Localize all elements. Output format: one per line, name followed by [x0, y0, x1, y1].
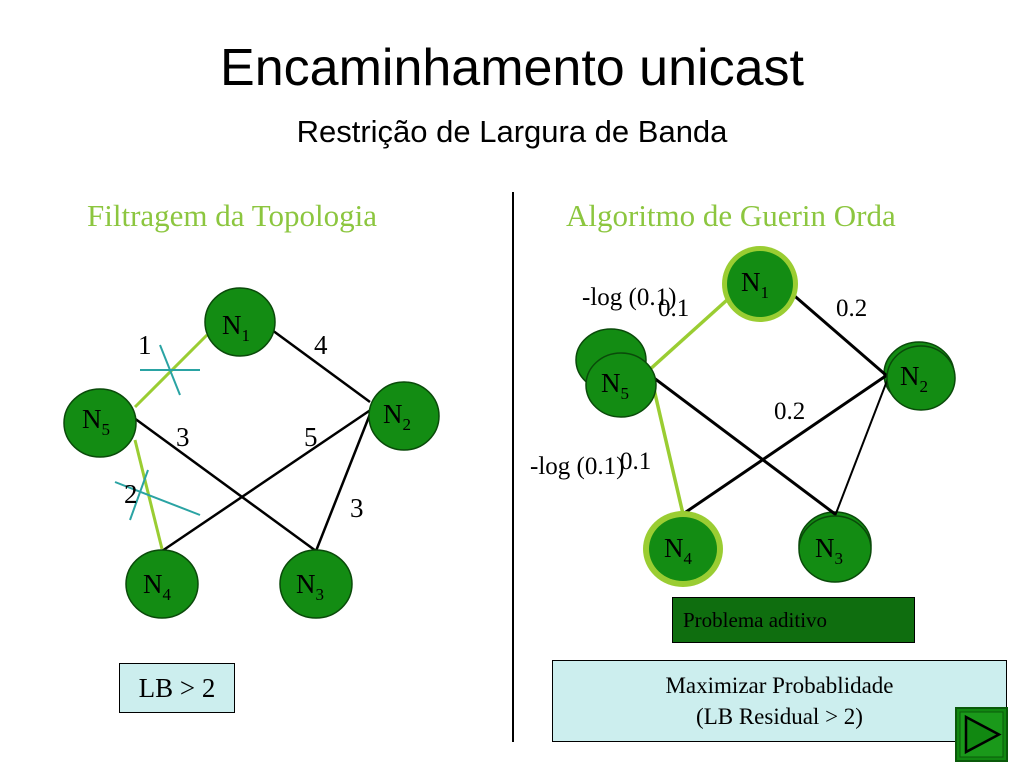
edge-removed-mark [140, 344, 200, 396]
node-n3: N3 [798, 515, 872, 583]
node-n4: N4 [643, 511, 723, 587]
edge-weight: 1 [138, 330, 152, 360]
edge-label-log: -log (0.1) [530, 453, 624, 480]
right-edge-n5-n4 [648, 371, 685, 515]
objective-line-1: Maximizar Probablidade [665, 672, 894, 698]
svg-text:N4: N4 [143, 569, 172, 604]
slide-subtitle: Restrição de Largura de Banda [296, 114, 728, 149]
edge-label-prob: 0.2 [774, 398, 805, 425]
edge-label-prob: 0.1 [620, 448, 651, 475]
right-edge-n5-n1 [645, 298, 729, 374]
edge-weight: 2 [124, 479, 138, 509]
node-n2: N2 [368, 381, 440, 451]
node-n5: N5 [585, 352, 657, 418]
next-slide-button[interactable] [955, 707, 1008, 762]
right-edge-n5-n3 [649, 373, 836, 516]
svg-text:N2: N2 [900, 361, 928, 396]
edge-label-log: -log (0.1) [582, 284, 676, 311]
right-section-heading: Algoritmo de Guerin Orda [566, 198, 896, 233]
additive-problem-note: Problema aditivo [672, 597, 915, 643]
svg-text:N4: N4 [664, 533, 693, 568]
svg-text:N5: N5 [82, 404, 110, 439]
edge-weight: 3 [176, 422, 190, 452]
node-n5: N5 [63, 388, 137, 458]
left-edge-n2-n3 [314, 408, 374, 552]
right-graph: -log (0.1) 0.1 0.2 0.2 -log (0.1) 0.1 N1… [530, 246, 956, 587]
left-edge-n1-n2 [271, 328, 371, 404]
edge-weight: 3 [350, 493, 364, 523]
right-edge-n4-n2 [682, 371, 891, 516]
svg-text:N3: N3 [815, 533, 843, 568]
right-edge-n1-n2 [789, 290, 888, 378]
edge-label-prob: 0.1 [658, 295, 689, 322]
node-n1: N1 [204, 287, 276, 357]
node-n4: N4 [125, 549, 199, 619]
node-n3: N3 [279, 549, 353, 619]
edge-removed-mark [114, 469, 201, 521]
left-edge-n4-n2 [161, 407, 373, 553]
left-edge-n5-n3 [129, 413, 317, 553]
svg-text:N1: N1 [222, 310, 250, 345]
objective-line-2: (LB Residual > 2) [696, 704, 863, 729]
edge-weight: 4 [314, 330, 328, 360]
slide-title: Encaminhamento unicast [220, 39, 804, 97]
node-n2: N2 [886, 345, 956, 411]
edge-label-prob: 0.2 [836, 295, 867, 322]
left-section-heading: Filtragem da Topologia [87, 198, 377, 233]
play-triangle-icon [959, 711, 1004, 758]
svg-text:N2: N2 [383, 399, 411, 434]
svg-text:N3: N3 [296, 569, 324, 604]
edge-weight: 5 [304, 422, 318, 452]
right-edge-n2-n3 [834, 372, 891, 517]
objective-box: Maximizar Probablidade (LB Residual > 2) [552, 660, 1007, 742]
svg-text:N5: N5 [601, 368, 629, 403]
svg-text:N1: N1 [741, 267, 769, 302]
node-n1: N1 [722, 246, 798, 322]
left-graph: 1 4 3 5 3 2 N1 N2 N3 N4 N5 [63, 287, 440, 619]
constraint-box: LB > 2 [119, 663, 235, 713]
